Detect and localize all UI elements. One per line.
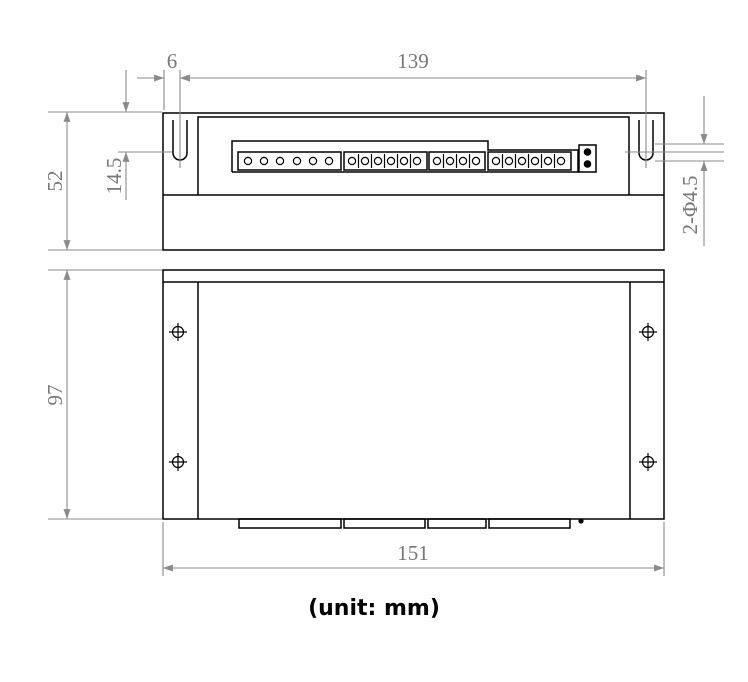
led-dot <box>578 518 584 524</box>
dim-139-label: 139 <box>397 49 429 73</box>
mounting-hole-top-left <box>169 323 187 341</box>
dim-hole-spec-label: 2-Φ4.5 <box>678 175 702 234</box>
unit-label: (unit: mm) <box>308 596 440 621</box>
block-2-screws <box>347 154 422 168</box>
terminal-block-1 <box>237 151 342 171</box>
terminal-block-2 <box>343 151 428 171</box>
front-view <box>162 112 665 251</box>
block-4-screws <box>491 154 566 168</box>
connector-profile-2 <box>343 518 426 529</box>
block-1-screws <box>243 156 334 166</box>
dim-151-label: 151 <box>397 541 429 565</box>
mounting-hole-bottom-left <box>169 453 187 471</box>
terminal-screws <box>243 154 566 168</box>
dim-52-label: 52 <box>43 171 67 192</box>
connector-profile-4 <box>488 518 571 529</box>
mounting-holes <box>169 323 657 471</box>
front-view-body <box>162 112 665 251</box>
terminal-block-3 <box>428 151 486 171</box>
status-led-box <box>578 144 597 173</box>
connector-profile-3 <box>427 518 487 529</box>
terminal-strip-outline <box>231 140 579 173</box>
top-view <box>162 269 665 529</box>
front-panel-outline <box>197 116 630 195</box>
dim-14-5-label: 14.5 <box>102 158 126 195</box>
dim-97-label: 97 <box>43 385 67 406</box>
mounting-hole-bottom-right <box>639 453 657 471</box>
mounting-hole-top-right <box>639 323 657 341</box>
status-leds <box>583 148 592 168</box>
dimension-lines <box>48 70 724 576</box>
connector-profile-1 <box>238 518 342 529</box>
block-3-screws <box>432 154 481 168</box>
top-view-body <box>162 269 665 520</box>
terminal-block-4 <box>487 151 572 171</box>
dim-6-label: 6 <box>167 49 178 73</box>
